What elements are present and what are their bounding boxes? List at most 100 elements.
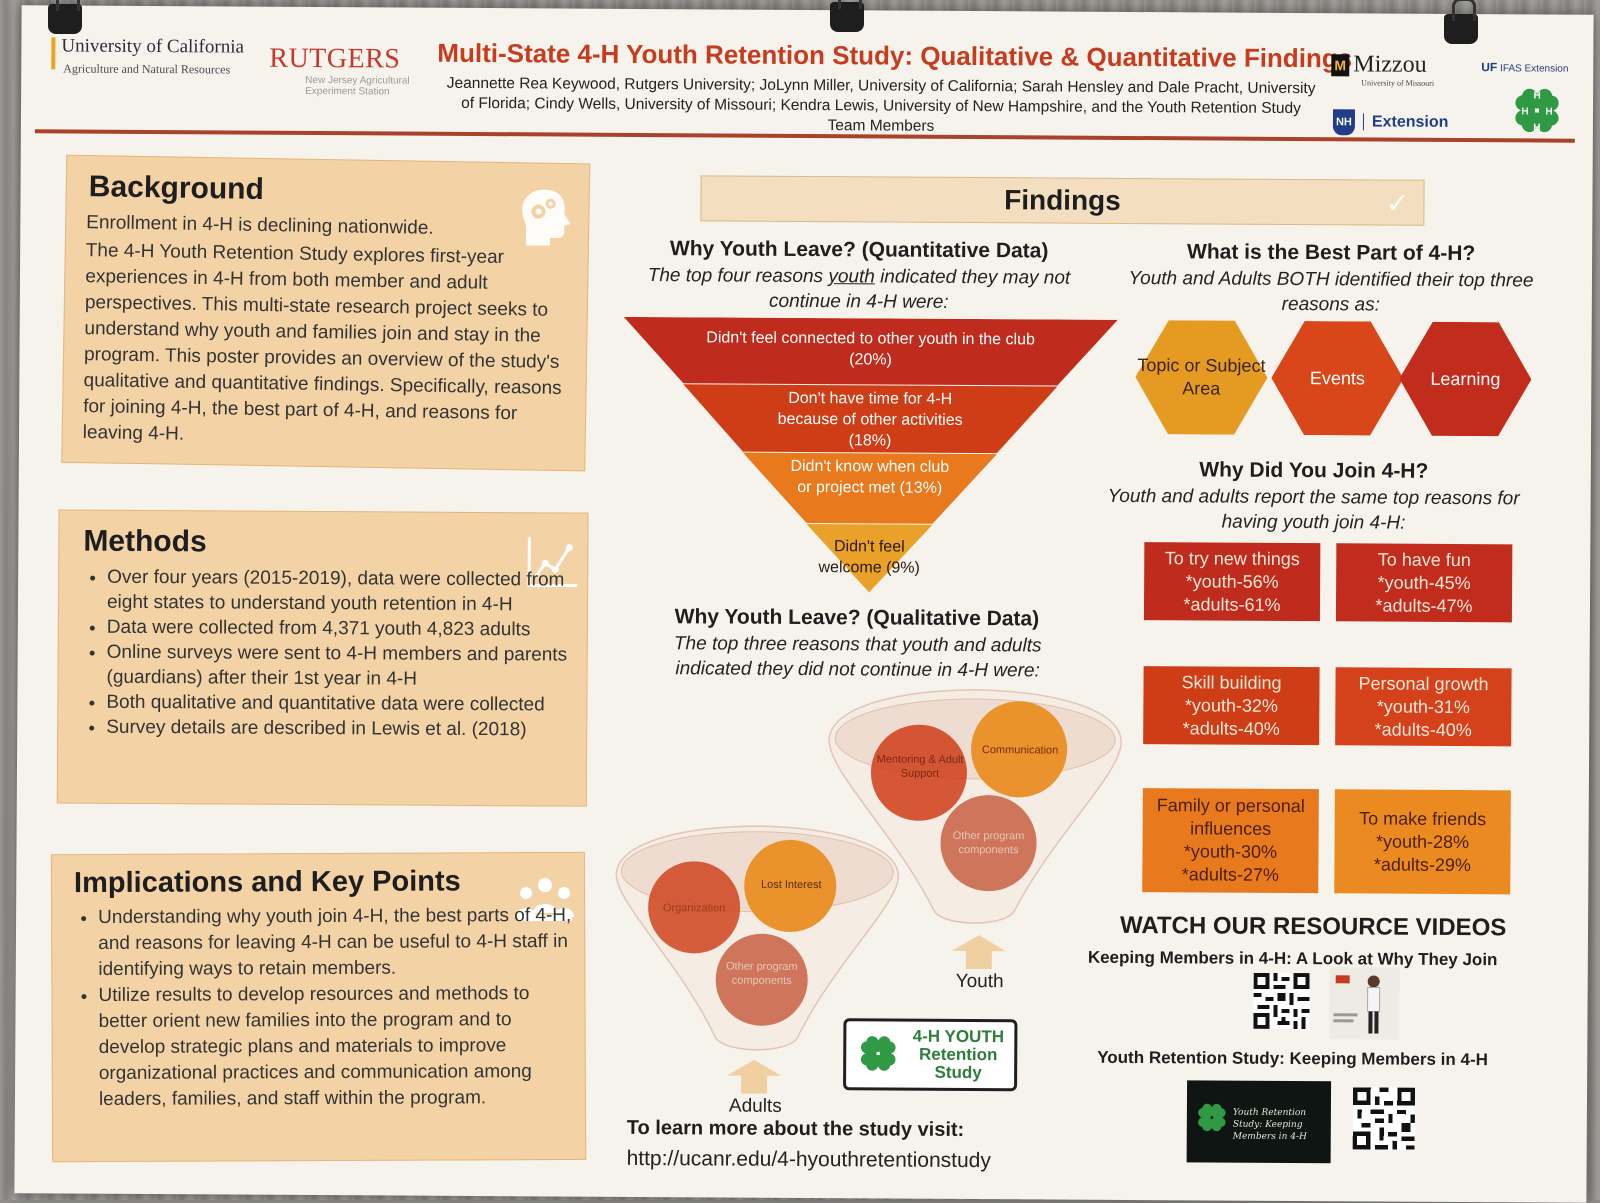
funnel-level-4 [806,524,933,593]
join-adults-pct: *adults-27% [1181,864,1279,885]
findings-banner: Findings ✓ [700,175,1425,226]
uc-logo-bar [51,37,56,70]
video-1-title: Keeping Members in 4-H: A Look at Why Th… [1087,947,1498,970]
mizzou-logo-name: Mizzou [1353,51,1427,78]
funnel-graphic [623,316,1118,593]
join-reason-box: To make friends*youth-28%*adults-29% [1334,789,1511,895]
join-adults-pct: *adults-61% [1183,593,1281,615]
methods-item-text: Data were collected from 4,371 youth 4,8… [106,616,531,641]
binder-clip [1444,0,1478,44]
quant-heading: Why Youth Leave? (Quantitative Data) [669,237,1049,263]
youth-circle-3 [940,795,1037,892]
qual-subtitle: The top three reasons that youth and adu… [673,633,1042,682]
best-part-heading: What is the Best Part of 4-H? [1186,240,1476,266]
poster-authors: Jeannette Rea Keywood, Rutgers Universit… [446,74,1316,135]
methods-item-text: Survey details are described in Lewis et… [106,716,527,741]
funnel-level-3 [742,452,997,524]
methods-list: Over four years (2015-2019), data were c… [82,565,607,743]
methods-item: Over four years (2015-2019), data were c… [107,565,607,618]
binder-clip [830,0,864,32]
unh-logo-name: Extension [1362,113,1449,131]
svg-text:H: H [1533,90,1540,101]
mizzou-logo-sub: University of Missouri [1361,78,1435,88]
videos-heading: WATCH OUR RESOURCE VIDEOS [1119,911,1507,942]
youth-label: Youth [955,970,1004,993]
join-youth-pct: *youth-28% [1375,830,1470,852]
qr-code-icon[interactable] [1253,972,1310,1030]
adults-circle-1 [648,861,741,954]
uf-logo-name: IFAS Extension [1500,63,1569,75]
best-part-hex-3: Learning [1399,321,1532,437]
best-part-label-1: Topic or Subject Area [1137,355,1266,399]
join-reason-text: Skill building [1181,671,1282,693]
background-paragraph-2: The 4-H Youth Retention Study explores f… [82,240,562,445]
best-part-hex-1: Topic or Subject Area [1135,320,1268,435]
methods-item-text: Over four years (2015-2019), data were c… [106,566,565,616]
adults-label-2: Lost Interest [760,878,822,892]
four-h-clover-icon [860,1036,896,1071]
join-youth-pct: *youth-30% [1183,841,1278,862]
join-youth-pct: *youth-45% [1377,572,1471,593]
implications-panel: Implications and Key Points Understandin… [50,851,587,1163]
rutgers-logo-name: RUTGERS [269,42,401,75]
background-heading: Background [88,170,265,207]
adults-label-3: Other program components [725,960,798,987]
join-reason-text: To make friends [1359,807,1487,829]
uc-logo-name: University of California [61,35,245,58]
join-reason-box: Personal growth*youth-31%*adults-40% [1335,667,1512,747]
methods-panel: Methods Over four years (2015-2019), dat… [56,509,589,807]
uf-logo-mark: UF [1481,60,1498,75]
quant-subtitle-em: youth [828,266,875,288]
svg-text:H: H [1533,122,1540,133]
adults-label: Adults [728,1095,782,1117]
implications-item: Understanding why youth join 4-H, the be… [98,903,578,983]
adults-label-1: Organization [662,902,726,915]
unh-shield-icon: NH [1332,109,1356,136]
study-url-link[interactable]: http://ucanr.edu/4-hyouthretentionstudy [626,1146,991,1173]
join-reason-text: Family or personal influences [1156,795,1305,839]
rutgers-logo-sub: New Jersey Agricultural Experiment Stati… [305,74,410,98]
join-adults-pct: *adults-47% [1375,594,1473,616]
best-part-label-2: Events [1309,367,1365,388]
join-reason-box: To try new things*youth-56%*adults-61% [1143,542,1321,622]
qr-code-icon[interactable] [1352,1087,1416,1150]
video-2-title: Youth Retention Study: Keeping Members i… [1097,1047,1488,1070]
methods-item: Data were collected from 4,371 youth 4,8… [107,615,607,643]
methods-item: Survey details are described in Lewis et… [106,715,606,743]
youth-circle-2 [971,701,1068,798]
implications-item: Utilize results to develop resources and… [98,981,579,1113]
funnel-level-1 [623,316,1118,386]
learn-more-text: To learn more about the study visit: [626,1116,965,1141]
up-arrow-icon [727,1059,782,1094]
join-youth-pct: *youth-31% [1376,696,1470,717]
methods-heading: Methods [83,524,207,559]
poster-header: University of California Agriculture and… [21,5,1594,147]
join-reason-text: To have fun [1377,549,1471,570]
youth-label-2: Communication [981,744,1059,757]
methods-item-text: Both qualitative and quantitative data w… [106,691,545,716]
join-adults-pct: *adults-40% [1374,718,1472,740]
join-reason-box: Family or personal influences*youth-30%*… [1142,788,1319,894]
methods-item: Both qualitative and quantitative data w… [106,690,606,718]
join-adults-pct: *adults-29% [1373,853,1472,875]
youth-label-1: Mentoring & Adult Support [876,753,964,780]
unh-extension-logo: NH Extension [1332,109,1449,136]
adults-venn-funnel: Organization Lost Interest Other program… [611,815,902,1057]
leave-reasons-funnel: Didn't feel connected to other youth in … [622,316,1118,600]
implications-item-text: Understanding why youth join 4-H, the be… [98,904,572,981]
poster: University of California Agriculture and… [14,5,1594,1203]
mizzou-shield-icon: M [1331,53,1350,76]
poster-title: Multi-State 4-H Youth Retention Study: Q… [437,37,1353,74]
binder-clip [48,0,82,34]
svg-text:H: H [1521,106,1528,117]
video-2-thumbnail[interactable]: Youth Retention Study: Keeping Members i… [1186,1080,1332,1164]
quant-subtitle: The top four reasons youth indicated the… [624,263,1094,316]
checkmark-icon: ✓ [1385,187,1410,219]
methods-item: Online surveys were sent to 4-H members … [106,640,606,693]
video-1-thumbnail[interactable] [1329,967,1400,1040]
join-youth-pct: *youth-32% [1184,694,1278,716]
best-part-hexagons: Topic or Subject Area Events Learning [1135,320,1536,438]
why-join-subtitle: Youth and adults report the same top rea… [1107,485,1520,534]
